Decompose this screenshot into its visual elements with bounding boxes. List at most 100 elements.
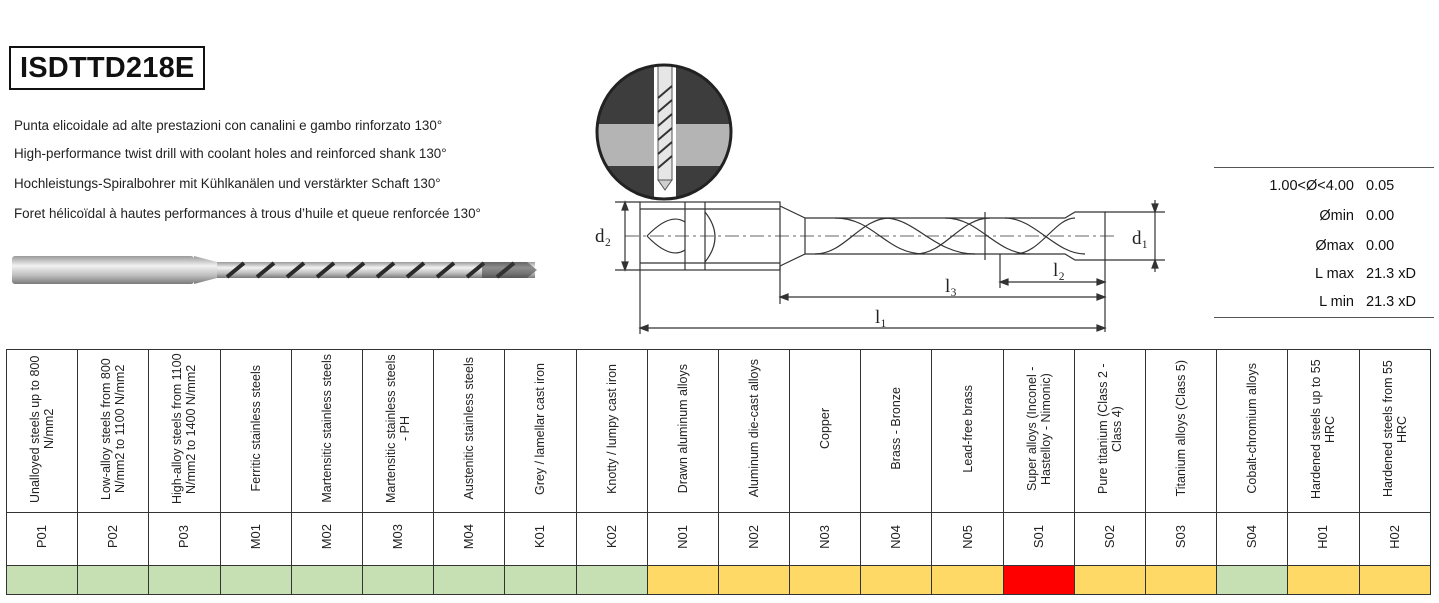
drill-photo — [12, 256, 537, 284]
material-name: Unalloyed steels up to 800 N/mm2 — [28, 354, 57, 503]
material-name: Cobalt-chromium alloys — [1245, 363, 1260, 494]
material-code-cell: P02 — [77, 512, 150, 566]
dimension-l2-label: l₂ — [1053, 260, 1065, 281]
material-code: N03 — [817, 524, 833, 549]
tolerance-row: Ømin 0.00 — [1214, 201, 1434, 231]
material-table: Unalloyed steels up to 800 N/mm2 Low-allo… — [5, 349, 1432, 595]
material-code: S01 — [1030, 524, 1046, 549]
tolerance-row: 1.00<Ø<4.00 0.05 — [1214, 171, 1434, 201]
material-name: Copper — [818, 408, 833, 449]
material-name: Martensitic stainless steels - PH — [384, 354, 413, 503]
material-code: M03 — [390, 523, 406, 550]
tolerance-value: 21.3 xD — [1366, 294, 1416, 310]
material-code: S04 — [1244, 524, 1260, 549]
material-name: Super alloys (Inconel - Hastelloy - Nimo… — [1024, 366, 1053, 491]
material-rating-cell — [717, 565, 791, 595]
material-name-cell: Grey / lamellar cast iron — [504, 349, 577, 513]
material-name: Martensitic stainless steels — [319, 354, 334, 503]
material-code-cell: N05 — [931, 512, 1004, 566]
technical-drawing: d₂ d₁ l₂ l₃ l₁ — [595, 200, 1165, 334]
material-code-cell: H02 — [1358, 512, 1432, 566]
material-name: High-alloy steels from 1100 N/mm2 to 140… — [170, 353, 199, 504]
material-code-cell: M01 — [219, 512, 292, 566]
material-code-cell: P03 — [148, 512, 221, 566]
tolerance-label: 1.00<Ø<4.00 — [1269, 178, 1354, 194]
material-code: N02 — [745, 524, 761, 549]
material-name: Ferritic stainless steels — [248, 365, 263, 492]
product-code: ISDTTD218E — [9, 46, 205, 90]
material-name-cell: Cobalt-chromium alloys — [1216, 349, 1289, 513]
material-rating-cell — [646, 565, 719, 595]
material-rating-cell — [361, 565, 435, 595]
material-code: H02 — [1386, 524, 1402, 549]
material-code: M01 — [247, 523, 263, 550]
material-rating-cell — [1002, 565, 1075, 595]
material-code-cell: N04 — [860, 512, 933, 566]
material-code: S03 — [1173, 524, 1189, 549]
material-name: Hardened steels up to 55 HRC — [1309, 358, 1338, 499]
material-code: M04 — [461, 523, 477, 550]
material-name: Drawn aluminum alloys — [675, 363, 690, 494]
tolerance-row: Ømax 0.00 — [1214, 231, 1434, 261]
material-rating-cell — [1073, 565, 1147, 595]
tolerance-top-rule — [1214, 167, 1434, 168]
material-code-cell: N01 — [646, 512, 719, 566]
material-name-cell: Pure titanium (Class 2 - Class 4) — [1073, 349, 1147, 513]
material-name-cell: Martensitic stainless steels — [290, 349, 363, 513]
material-code-cell: S01 — [1002, 512, 1075, 566]
material-code-cell: S02 — [1073, 512, 1147, 566]
material-name-cell: Super alloys (Inconel - Hastelloy - Nimo… — [1002, 349, 1075, 513]
tolerance-bottom-rule — [1214, 317, 1434, 318]
tolerance-value: 0.05 — [1366, 178, 1395, 194]
tolerance-row: L max 21.3 xD — [1214, 259, 1434, 289]
material-rating-cell — [433, 565, 506, 595]
material-name: Titanium alloys (Class 5) — [1174, 360, 1189, 497]
material-name: Grey / lamellar cast iron — [533, 362, 548, 495]
material-name: Brass - Bronze — [889, 387, 904, 470]
tolerance-value: 0.00 — [1366, 238, 1395, 254]
tolerance-label: L min — [1319, 294, 1354, 310]
material-code-cell: N03 — [789, 512, 862, 566]
material-code: P01 — [34, 524, 50, 549]
material-rating-cell — [1287, 565, 1360, 595]
material-code: S02 — [1101, 524, 1117, 549]
description-italian: Punta elicoidale ad alte prestazioni con… — [14, 118, 443, 133]
material-name-cell: Hardened steels from 55 HRC — [1358, 349, 1432, 513]
material-code-cell: S03 — [1144, 512, 1218, 566]
dimension-l3-label: l₃ — [945, 276, 957, 297]
tolerance-value: 0.00 — [1366, 208, 1395, 224]
tolerance-label: Ømax — [1315, 238, 1354, 254]
material-rating-cell — [1216, 565, 1289, 595]
material-name: Pure titanium (Class 2 - Class 4) — [1095, 363, 1124, 494]
material-code: K02 — [603, 524, 619, 549]
material-rating-cell — [1144, 565, 1218, 595]
tolerance-label: Ømin — [1319, 208, 1354, 224]
material-code: H01 — [1315, 524, 1331, 549]
material-rating-cell — [219, 565, 292, 595]
material-name-cell: Hardened steels up to 55 HRC — [1287, 349, 1360, 513]
material-name: Knotty / lumpy cast iron — [604, 363, 619, 494]
material-code-cell: K02 — [575, 512, 648, 566]
material-name: Austenitic stainless steels — [462, 357, 477, 500]
material-code-cell: P01 — [5, 512, 79, 566]
material-rating-cell — [789, 565, 862, 595]
material-name-cell: Martensitic stainless steels - PH — [361, 349, 435, 513]
material-name-cell: Austenitic stainless steels — [433, 349, 506, 513]
material-rating-cell — [575, 565, 648, 595]
material-name-cell: Drawn aluminum alloys — [646, 349, 719, 513]
tolerance-row: L min 21.3 xD — [1214, 287, 1434, 317]
material-name-cell: Knotty / lumpy cast iron — [575, 349, 648, 513]
material-code-cell: M03 — [361, 512, 435, 566]
material-rating-cell — [931, 565, 1004, 595]
material-name: Low-alloy steels from 800 N/mm2 to 1100 … — [99, 357, 128, 500]
material-name: Lead-free brass — [960, 384, 975, 473]
material-code-cell: M04 — [433, 512, 506, 566]
material-name-cell: Brass - Bronze — [860, 349, 933, 513]
material-name-cell: Unalloyed steels up to 800 N/mm2 — [5, 349, 79, 513]
material-code: N05 — [959, 524, 975, 549]
coolant-application-icon — [595, 63, 733, 201]
material-rating-row — [5, 565, 1432, 595]
dimension-d2-label: d₂ — [595, 226, 611, 247]
material-code-cell: K01 — [504, 512, 577, 566]
